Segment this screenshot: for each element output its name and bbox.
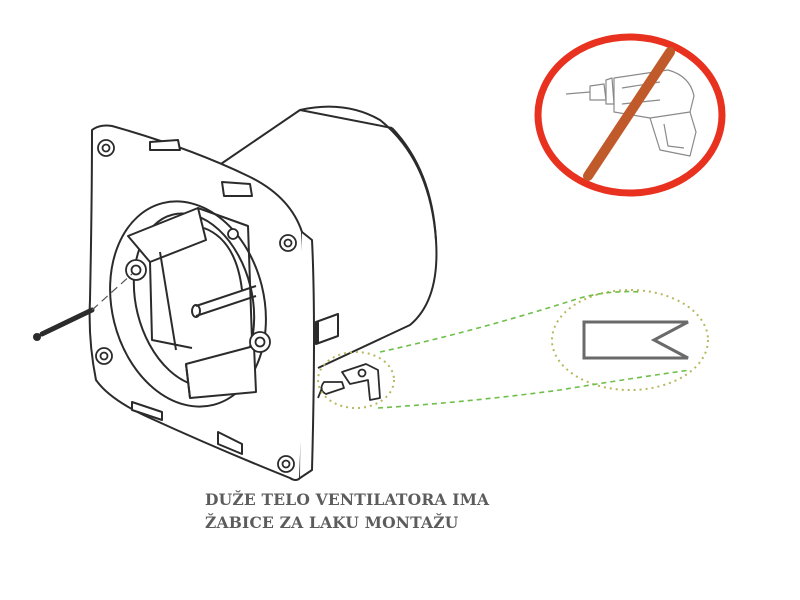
mounting-clip-icon [317, 363, 381, 401]
fan-cylinder [214, 105, 438, 369]
clip-callout [317, 289, 709, 409]
corner-screw-holes [95, 139, 297, 473]
small-hole [227, 228, 239, 240]
caption: DUŽE TELO VENTILATORA IMA ŽABICE ZA LAKU… [205, 488, 489, 534]
screw-icon [33, 273, 133, 341]
caption-line-2: ŽABICE ZA LAKU MONTAŽU [205, 513, 459, 532]
central-opening [109, 200, 267, 408]
no-drill-icon [534, 33, 726, 197]
clip-highlight-small [317, 351, 395, 409]
clip-highlight-large [551, 289, 709, 391]
clip-symbol-icon [582, 320, 689, 360]
caption-line-1: DUŽE TELO VENTILATORA IMA [205, 490, 490, 509]
prohibition-slash [583, 47, 675, 181]
